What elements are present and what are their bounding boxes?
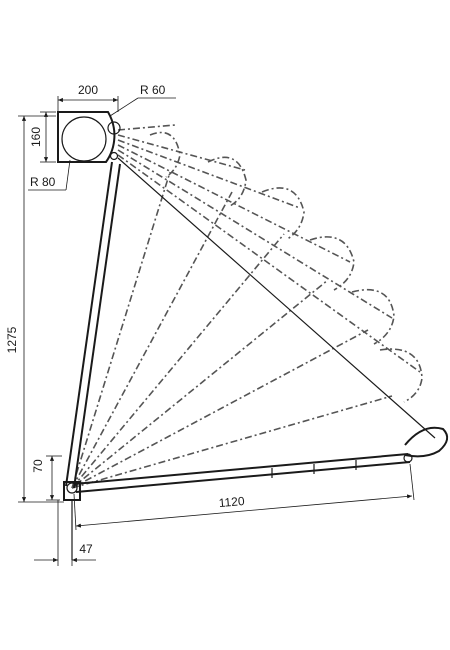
- dim-radius-small: R 60: [109, 83, 176, 117]
- dim-arm-length: 1120: [73, 463, 415, 531]
- dim-label-box-height: 160: [29, 127, 43, 147]
- wall-arm: [65, 161, 121, 494]
- ghost-arm: [71, 348, 423, 489]
- ghost-arm: [71, 156, 247, 489]
- front-bar: [404, 426, 449, 458]
- dim-box-width: 200: [57, 83, 119, 112]
- dim-label-radius-small: R 60: [140, 83, 166, 97]
- dim-wall-offset: 47: [34, 500, 96, 566]
- dim-label-box-width: 200: [78, 83, 98, 97]
- ghost-arm: [71, 236, 355, 489]
- ghost-positions: [71, 124, 423, 489]
- dim-label-total-height: 1275: [5, 326, 19, 353]
- awning-cloth-line: [117, 157, 436, 439]
- dim-bracket-height: 70: [31, 455, 62, 501]
- extended-arm: [73, 453, 413, 493]
- dim-label-radius-large: R 80: [30, 175, 56, 189]
- ghost-cloth-line: [117, 124, 421, 373]
- dim-label-wall-offset: 47: [79, 542, 93, 556]
- ghost-arm: [71, 187, 305, 489]
- dim-label-bracket-height: 70: [31, 459, 45, 473]
- dim-radius-large: R 80: [28, 159, 71, 191]
- ghost-arm: [71, 288, 395, 489]
- ghost-arm: [71, 131, 181, 489]
- dim-total-height: 1275: [5, 115, 64, 503]
- dim-box-height: 160: [29, 111, 56, 163]
- dim-label-arm-length: 1120: [218, 494, 245, 510]
- cassette-box: [57, 111, 121, 163]
